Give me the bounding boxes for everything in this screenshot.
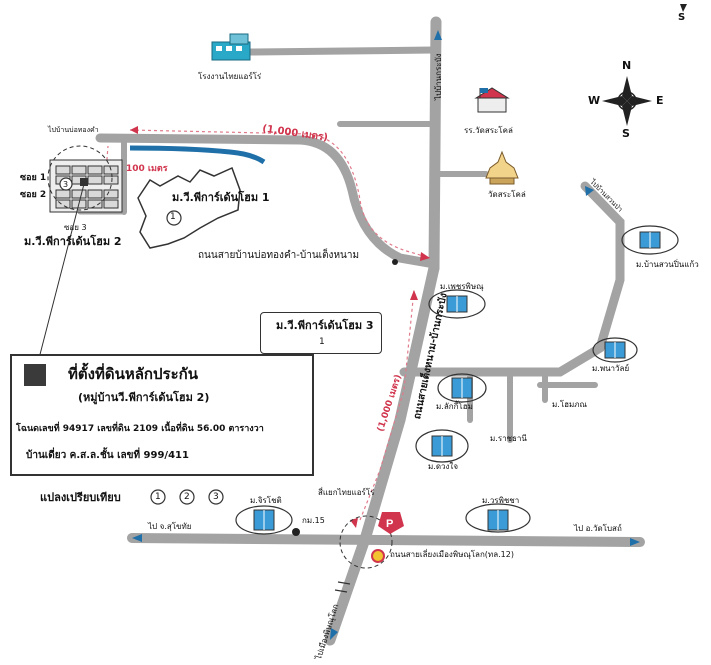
- estate-2-label: ม.วี.พีการ์เด้นโฮม 2: [24, 235, 122, 248]
- main-road-north: [428, 16, 442, 274]
- gas-station-icon: [371, 549, 385, 563]
- house-icon: [431, 435, 453, 457]
- duang-jai-label: ม.ดวงใจ: [428, 462, 459, 471]
- bypass-road-label: ถนนสายเลี่ยงเมืองพิษณุโลก(ทล.12): [390, 550, 514, 559]
- subject-plot-marker: [80, 178, 88, 186]
- estate-1-outline: [137, 166, 241, 249]
- house-icons: [253, 231, 661, 531]
- top-s-label: S: [678, 12, 686, 23]
- compass-w: W: [588, 94, 601, 107]
- house-icon: [451, 377, 473, 399]
- bor-thong-road: [95, 133, 439, 269]
- main-road-south: [324, 262, 440, 646]
- house-ellipses: [235, 225, 679, 535]
- distance-100: 100 เมตร: [126, 164, 168, 174]
- lakhi-hom-label: ม.ลักกี้โฮม: [436, 402, 473, 411]
- estate-1-label: ม.วี.พีการ์เด้นโฮม 1: [172, 191, 270, 204]
- estate-2-number: 3: [63, 180, 69, 189]
- junction-circle: [339, 515, 393, 569]
- legend-box: [10, 354, 314, 476]
- canal: [129, 145, 266, 165]
- factory-label: โรงงานไทยแอร์โร่: [198, 72, 262, 81]
- to-chonburi-label: ไปบ้านกระบัง: [434, 53, 443, 100]
- top-arrow-icon: [680, 4, 687, 12]
- phana-wan-label: ม.พนาวัลย์: [592, 364, 630, 373]
- house-icon: [639, 231, 661, 249]
- estate-3-label: ม.วี.พีการ์เด้นโฮม 3: [276, 319, 374, 332]
- compare-number-1: 1: [155, 492, 161, 502]
- junction-dot: [392, 259, 398, 265]
- km15-dot: [292, 528, 300, 536]
- compass-s: S: [622, 127, 630, 140]
- compare-number-3: 3: [213, 492, 219, 502]
- temple-icon: [485, 150, 519, 185]
- km15-label: กม.15: [302, 516, 325, 525]
- compare-number-2: 2: [184, 492, 190, 502]
- compass-n: N: [622, 59, 632, 72]
- leader-line: [35, 183, 85, 371]
- legend-title: ที่ตั้งที่ดินหลักประกัน: [68, 365, 198, 383]
- factory-icon: [211, 33, 251, 61]
- compass-icon: [602, 76, 652, 126]
- school-icon: [474, 87, 510, 113]
- jirachot-label: ม.จิรโชติ: [250, 496, 282, 505]
- legend-subtitle: (หมู่บ้านวี.พีการ์เด้นโฮม 2): [78, 391, 210, 404]
- road-break-icon: [334, 581, 351, 593]
- legend-marker: [24, 364, 46, 386]
- house-icon: [253, 509, 275, 531]
- parking-icon: P: [378, 512, 404, 534]
- road-arrows: [130, 30, 640, 640]
- soi-3-label: ซอย 3: [64, 223, 87, 232]
- to-sukhothai-label: ไป จ.สุโขทัย: [148, 522, 192, 531]
- temple-label: วัดสระโคล่: [488, 190, 526, 199]
- legend-line-2: บ้านเดี่ยว ค.ส.ล.ชั้น เลขที่ 999/411: [26, 450, 189, 461]
- school-label: รร.วัดสระโคล่: [464, 126, 513, 135]
- bypass-road: [127, 533, 645, 547]
- house-icon: [487, 509, 509, 531]
- estate-3-number: 1: [319, 337, 325, 347]
- to-wat-bot-label: ไป อ.วัดโบสถ์: [574, 524, 622, 533]
- house-icon: [604, 341, 626, 359]
- suan-pun-kaew-label: ม.บ้านสวนปิ่นแก้ว: [636, 260, 699, 269]
- factory-road: [246, 46, 438, 56]
- compass-e: E: [656, 94, 664, 107]
- svg-text:P: P: [386, 518, 393, 530]
- legend-line-1: โฉนดเลขที่ 94917 เลขที่ดิน 2109 เนื้อที่…: [16, 424, 264, 434]
- woraphicha-label: ม.วรพิชชา: [482, 496, 520, 505]
- aero-junction-label: สี่แยกไทยแอร์โร่: [318, 488, 375, 497]
- estate-2-highlight-circle: [47, 145, 113, 211]
- hom-phon-label: ม.โฮมภณ: [552, 400, 587, 409]
- soi-1-label: ซอย 1: [20, 173, 47, 183]
- soi-2-label: ซอย 2: [20, 190, 47, 200]
- east-road-main: [399, 181, 625, 377]
- estate-1-number: 1: [170, 212, 176, 222]
- rat-thani-label: ม.ราชธานี: [490, 434, 527, 443]
- to-bor-thong-label: ไปบ้านบ่อทองคำ: [48, 126, 99, 134]
- estate-3-box: [260, 312, 382, 354]
- house-icon: [446, 295, 468, 313]
- phet-phiphat-label: ม.เพชรพิษณุ: [440, 282, 484, 291]
- main-road-label: ถนนสายบ้านบ่อทองคำ-บ้านเต็งหนาม: [198, 250, 360, 261]
- compare-label: แปลงเปรียบเทียบ: [40, 491, 121, 504]
- distance-lines: [105, 129, 431, 521]
